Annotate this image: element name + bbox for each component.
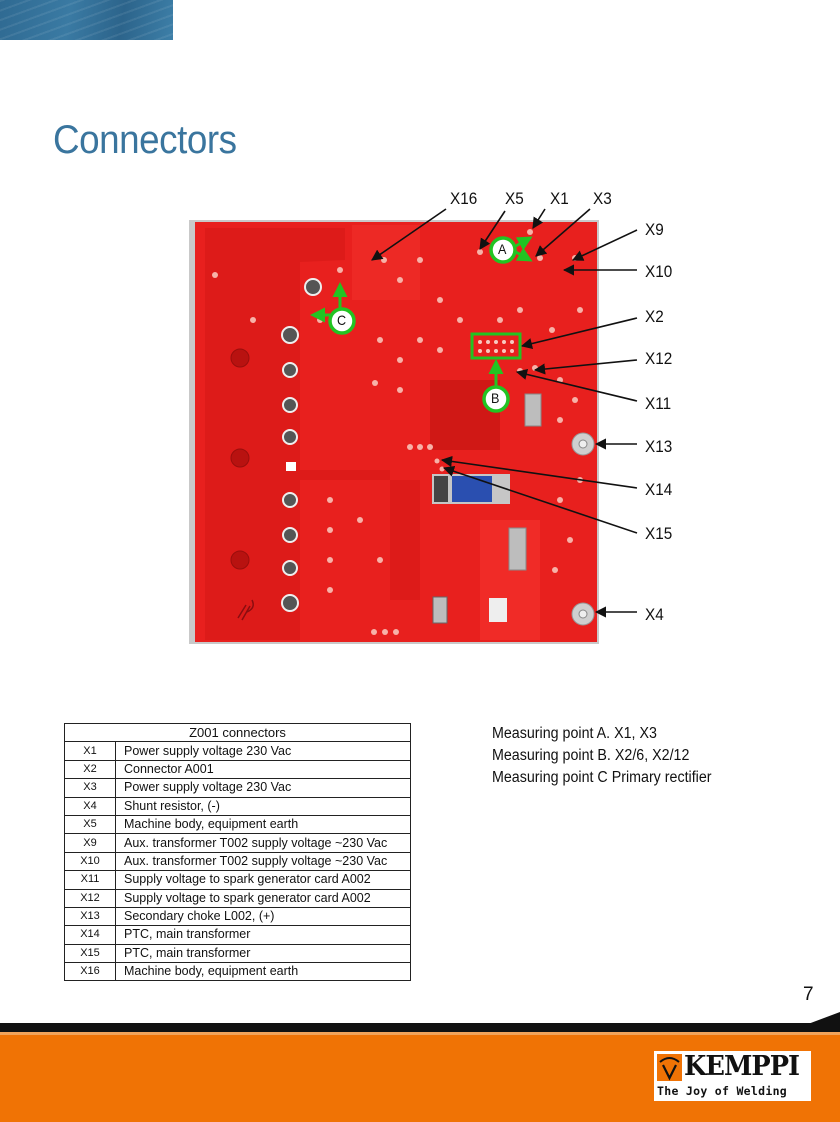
connector-code: X1 — [64, 741, 116, 761]
label-x9: X9 — [645, 220, 664, 239]
page-number: 7 — [803, 984, 814, 1005]
label-x4: X4 — [645, 605, 664, 624]
marker-c — [328, 307, 356, 335]
connector-description: Power supply voltage 230 Vac — [115, 741, 411, 761]
connector-description: Supply voltage to spark generator card A… — [115, 870, 411, 890]
pointer-x5 — [479, 210, 506, 250]
pointer-x14 — [440, 455, 638, 489]
connector-code: X11 — [64, 870, 116, 890]
pointer-lines — [371, 208, 638, 618]
pcb-diagram: A B C X16 X5 X1 X3 X9 X10 X2 X12 X11 X13… — [0, 180, 840, 650]
label-x11: X11 — [645, 394, 672, 413]
connector-code: X4 — [64, 796, 116, 816]
label-x15: X15 — [645, 524, 673, 543]
label-x1: X1 — [550, 189, 569, 208]
pcb-svg — [189, 208, 638, 644]
connector-description: Connector A001 — [115, 759, 411, 780]
label-x3: X3 — [593, 189, 612, 208]
label-x16: X16 — [450, 189, 478, 208]
connector-description: Secondary choke L002, (+) — [115, 906, 411, 927]
label-x2: X2 — [645, 307, 664, 326]
marker-b-box — [470, 332, 522, 360]
connector-code: X5 — [64, 814, 116, 835]
connector-code: X14 — [64, 925, 116, 945]
measuring-point-c: Measuring point C Primary rectifier — [492, 769, 712, 786]
pointer-x12 — [533, 359, 638, 375]
connector-code: X12 — [64, 888, 116, 908]
connector-description: Machine body, equipment earth — [115, 962, 411, 982]
pointer-x3 — [535, 208, 591, 257]
connector-code: X15 — [64, 943, 116, 964]
table-title: Z001 connectors — [64, 722, 411, 743]
marker-b — [482, 385, 510, 413]
bolt-x13 — [571, 432, 595, 456]
brand-tagline: The Joy of Welding — [657, 1084, 788, 1098]
kemppi-logo: KEMPPI The Joy of Welding — [654, 1051, 811, 1101]
marker-b-label: B — [491, 390, 500, 406]
connector-description: Shunt resistor, (-) — [115, 796, 411, 816]
measuring-point-b: Measuring point B. X2/6, X2/12 — [492, 747, 690, 764]
connector-code: X9 — [64, 833, 116, 853]
marker-c-label: C — [337, 312, 347, 328]
connector-code: X16 — [64, 962, 116, 982]
footer-divider — [0, 1023, 840, 1032]
measuring-point-a: Measuring point A. X1, X3 — [492, 725, 657, 742]
connector-description: Aux. transformer T002 supply voltage ~23… — [115, 851, 411, 872]
label-x14: X14 — [645, 480, 673, 499]
footer-highlight — [0, 1032, 840, 1035]
brand-name: KEMPPI — [684, 1051, 800, 1082]
page-title: Connectors — [53, 118, 237, 162]
connector-code: X13 — [64, 906, 116, 927]
connector-description: PTC, main transformer — [115, 943, 411, 964]
pointer-x11 — [515, 368, 638, 402]
pointer-x1 — [532, 208, 546, 229]
pointer-x16 — [371, 208, 447, 261]
label-x5: X5 — [505, 189, 524, 208]
connector-description: Supply voltage to spark generator card A… — [115, 888, 411, 908]
header-banner-image — [0, 0, 173, 40]
measuring-points: Measuring point A. X1, X3 Measuring poin… — [492, 723, 712, 789]
connector-code: X3 — [64, 778, 116, 798]
pointer-x15 — [442, 465, 638, 534]
connector-description: Machine body, equipment earth — [115, 814, 411, 835]
bolt-x4 — [571, 602, 595, 626]
connector-description: Aux. transformer T002 supply voltage ~23… — [115, 833, 411, 853]
marker-a-label: A — [498, 241, 507, 257]
label-x13: X13 — [645, 437, 673, 456]
connector-description: Power supply voltage 230 Vac — [115, 778, 411, 798]
connector-code: X2 — [64, 759, 116, 780]
pointer-x2 — [520, 317, 638, 350]
pointer-x9 — [571, 229, 638, 261]
marker-a — [489, 236, 517, 264]
connector-description: PTC, main transformer — [115, 925, 411, 945]
connector-code: X10 — [64, 851, 116, 872]
label-x10: X10 — [645, 262, 673, 281]
kemppi-emblem-icon — [657, 1054, 682, 1081]
label-x12: X12 — [645, 349, 673, 368]
